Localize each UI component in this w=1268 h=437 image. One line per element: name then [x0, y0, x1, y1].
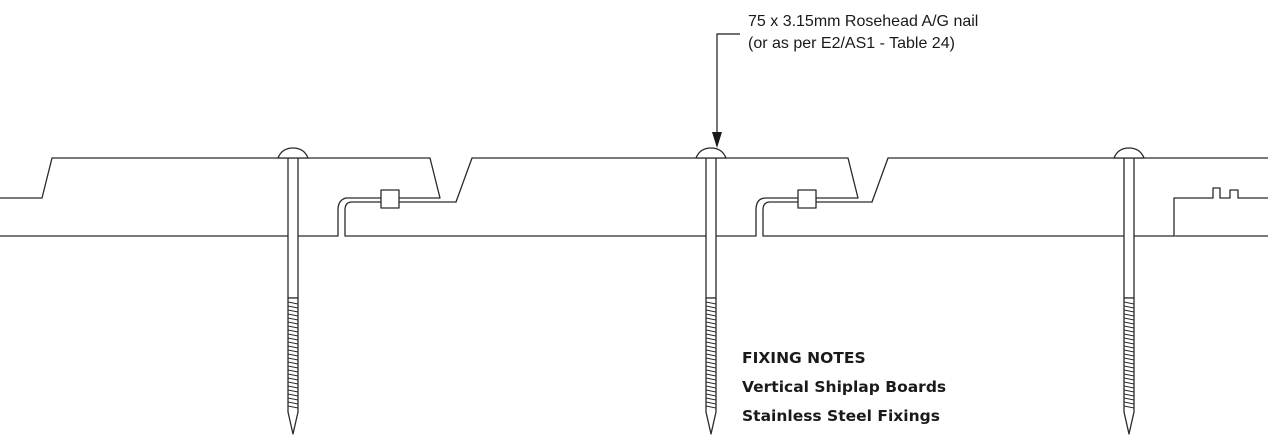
nail-thread-tick — [1123, 333, 1135, 337]
board-left-outline — [0, 157, 441, 237]
nail-thread-tick — [705, 337, 717, 341]
fixing-notes-line-2: Stainless Steel Fixings — [742, 407, 940, 425]
nail-thread-tick — [287, 385, 299, 389]
nail-thread-tick — [287, 381, 299, 385]
nail-thread-tick — [287, 393, 299, 397]
nail-thread-tick — [705, 405, 717, 409]
nail-thread-tick — [287, 353, 299, 357]
fixing-notes-title: FIXING NOTES — [742, 349, 866, 367]
nail-thread-tick — [1123, 365, 1135, 369]
nail-thread-tick — [705, 389, 717, 393]
nail-thread-tick — [705, 305, 717, 309]
nail-thread-tick — [705, 329, 717, 333]
nail-thread-tick — [705, 309, 717, 313]
nail-thread-tick — [1123, 401, 1135, 405]
nail-thread-tick — [1123, 309, 1135, 313]
nail-thread-tick — [1123, 361, 1135, 365]
nail-left — [277, 147, 309, 435]
nail-thread-tick — [287, 377, 299, 381]
nail-thread-tick — [287, 361, 299, 365]
nail-thread-tick — [287, 313, 299, 317]
nail-thread-tick — [287, 349, 299, 353]
nail-thread-tick — [1123, 305, 1135, 309]
board-right-outline — [762, 157, 1268, 237]
nail-thread-tick — [705, 365, 717, 369]
nail-thread-tick — [287, 345, 299, 349]
nail-right — [1113, 147, 1145, 435]
nail-thread-tick — [287, 341, 299, 345]
nail-thread-tick — [1123, 357, 1135, 361]
nail-thread-tick — [705, 401, 717, 405]
nail-thread-tick — [287, 401, 299, 405]
nail-thread-tick — [705, 397, 717, 401]
nail-thread-tick — [705, 369, 717, 373]
nail-thread-tick — [1123, 389, 1135, 393]
board-middle-outline — [344, 157, 859, 237]
nail-thread-tick — [1123, 377, 1135, 381]
callout-line-2: (or as per E2/AS1 - Table 24) — [748, 35, 955, 52]
nail-thread-tick — [287, 397, 299, 401]
nail-thread-tick — [287, 373, 299, 377]
board-right-edge-step — [1173, 187, 1268, 236]
nail-thread-tick — [705, 333, 717, 337]
nail-thread-tick — [705, 357, 717, 361]
nail-thread-tick — [1123, 313, 1135, 317]
nail-thread-tick — [287, 357, 299, 361]
nail-thread-tick — [287, 333, 299, 337]
nail-thread-tick — [705, 321, 717, 325]
nail-thread-tick — [287, 301, 299, 305]
nail-thread-tick — [1123, 397, 1135, 401]
nail-thread-tick — [1123, 349, 1135, 353]
nail-thread-tick — [705, 373, 717, 377]
spline-block-left — [380, 189, 400, 209]
nail-thread-tick — [705, 381, 717, 385]
nail-thread-tick — [1123, 393, 1135, 397]
nail-thread-tick — [1123, 337, 1135, 341]
nail-thread-tick — [705, 377, 717, 381]
nail-thread-tick — [287, 337, 299, 341]
nail-thread-tick — [705, 385, 717, 389]
nail-thread-tick — [1123, 317, 1135, 321]
nail-middle — [695, 147, 727, 435]
nail-thread-tick — [705, 313, 717, 317]
spline-block-right — [797, 189, 817, 209]
nail-thread-tick — [1123, 405, 1135, 409]
nail-thread-tick — [287, 389, 299, 393]
nail-thread-tick — [705, 325, 717, 329]
nail-thread-tick — [287, 405, 299, 409]
nail-thread-tick — [287, 321, 299, 325]
nail-thread-tick — [1123, 385, 1135, 389]
nail-thread-tick — [287, 317, 299, 321]
nail-thread-tick — [287, 325, 299, 329]
nail-thread-tick — [1123, 345, 1135, 349]
nail-thread-tick — [705, 393, 717, 397]
nail-thread-tick — [287, 309, 299, 313]
nail-thread-tick — [1123, 301, 1135, 305]
nail-thread-tick — [705, 349, 717, 353]
nail-thread-tick — [1123, 341, 1135, 345]
nail-thread-tick — [1123, 329, 1135, 333]
nail-thread-tick — [705, 317, 717, 321]
fixing-notes-line-1: Vertical Shiplap Boards — [742, 378, 946, 396]
nail-thread-tick — [287, 329, 299, 333]
callout-line-1: 75 x 3.15mm Rosehead A/G nail — [748, 13, 978, 30]
nail-thread-tick — [705, 353, 717, 357]
nail-thread-tick — [287, 369, 299, 373]
nail-thread-tick — [1123, 373, 1135, 377]
nail-thread-tick — [705, 361, 717, 365]
nail-thread-tick — [287, 305, 299, 309]
nail-thread-tick — [1123, 321, 1135, 325]
callout-leader-arrow — [712, 33, 740, 148]
nail-thread-tick — [1123, 369, 1135, 373]
nail-thread-tick — [1123, 353, 1135, 357]
nail-thread-tick — [1123, 325, 1135, 329]
nail-thread-tick — [287, 365, 299, 369]
nail-thread-tick — [705, 345, 717, 349]
nail-thread-tick — [705, 341, 717, 345]
nail-thread-tick — [705, 301, 717, 305]
nail-thread-tick — [1123, 381, 1135, 385]
